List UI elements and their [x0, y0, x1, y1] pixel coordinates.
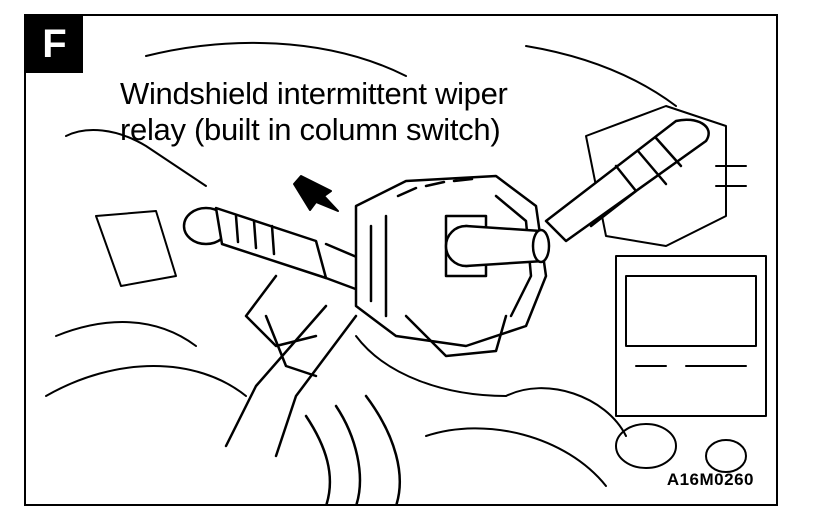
callout-caption: Windshield intermittent wiper relay (bui…: [120, 76, 508, 148]
callout-arrow: [293, 175, 339, 212]
right-stalk: [544, 118, 710, 243]
figure-code: A16M0260: [666, 470, 754, 489]
column-shaft: [224, 274, 401, 504]
steering-column-illustration: [45, 41, 767, 504]
callout-line-1: Windshield intermittent wiper: [120, 76, 508, 111]
panel-letter-badge: F: [26, 16, 83, 73]
dashboard-outline: [45, 41, 767, 487]
left-stalk: [182, 206, 368, 293]
figure-frame: F Windshield intermittent wiper relay (b…: [24, 14, 778, 506]
column-switch-body: [354, 174, 551, 358]
callout-line-2: relay (built in column switch): [120, 112, 501, 147]
